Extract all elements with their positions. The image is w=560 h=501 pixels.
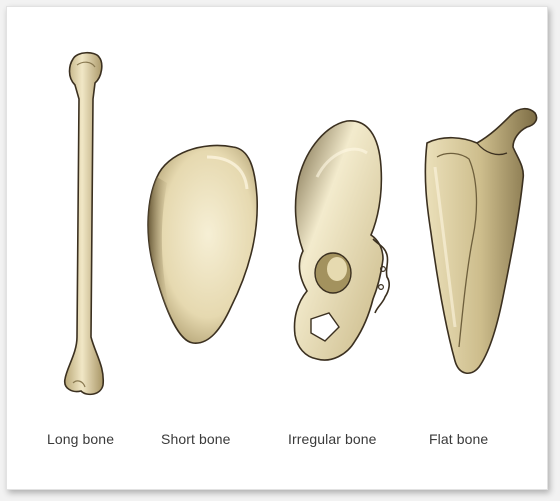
figure-frame: Long bone Short bone Irregular bone Flat…	[6, 6, 548, 490]
irregular-bone-image	[295, 121, 390, 360]
bone-types-illustration	[7, 7, 547, 489]
long-bone-image	[65, 53, 104, 395]
irregular-bone-label: Irregular bone	[288, 431, 377, 447]
long-bone-label: Long bone	[47, 431, 114, 447]
short-bone-label: Short bone	[161, 431, 231, 447]
short-bone-image	[148, 145, 257, 343]
flat-bone-image	[425, 109, 536, 374]
flat-bone-label: Flat bone	[429, 431, 488, 447]
